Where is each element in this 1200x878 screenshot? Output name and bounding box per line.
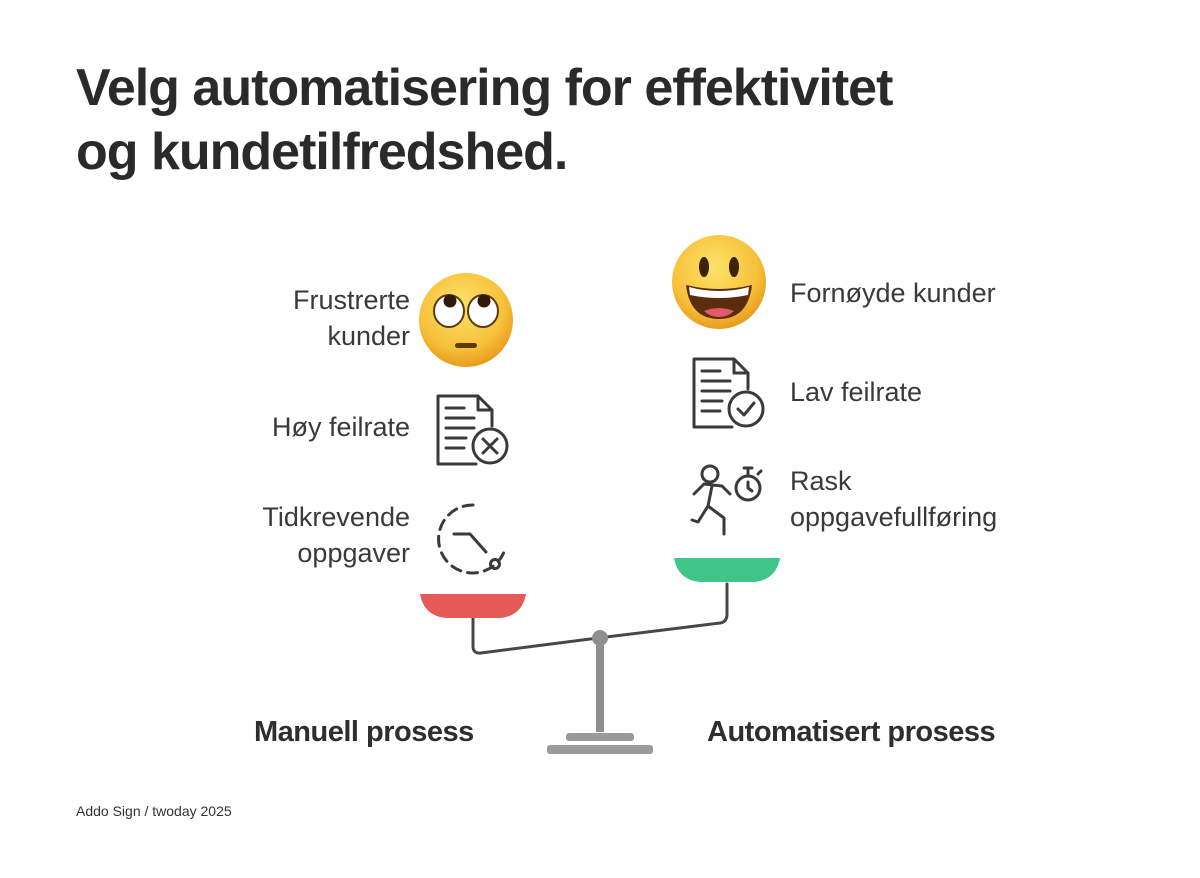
slow-clock-icon [437, 503, 506, 575]
auto-item-label-line: oppgavefullføring [790, 502, 998, 532]
scale-pivot [592, 630, 608, 646]
auto-item-label-line: Lav feilrate [790, 377, 923, 407]
scale-base-bottom [547, 745, 653, 754]
manual-item-label-line: oppgaver [297, 538, 410, 568]
auto-item-fast-task-completion: Rask oppgavefullføring [790, 463, 1090, 535]
title-line-1: Velg automatisering for effektivitet [76, 59, 893, 117]
auto-item-label-line: Fornøyde kunder [790, 278, 996, 308]
manual-process-heading: Manuell prosess [254, 716, 474, 748]
document-x-icon [436, 394, 509, 466]
document-check-icon [692, 357, 765, 429]
auto-item-happy-customers: Fornøyde kunder [790, 275, 1090, 311]
auto-item-low-error-rate: Lav feilrate [790, 374, 1090, 410]
automated-process-heading: Automatisert prosess [707, 716, 996, 748]
eye-roll-face-icon [419, 273, 513, 367]
grinning-face-icon [672, 235, 766, 329]
manual-item-label-line: Frustrerte [292, 285, 410, 315]
manual-item-label-line: kunder [327, 321, 410, 351]
scale-post [596, 640, 604, 732]
manual-item-label-line: Høy feilrate [271, 412, 410, 442]
title-line-2: og kundetilfredshed. [76, 123, 568, 181]
manual-item-high-error-rate: Høy feilrate [200, 409, 410, 445]
scale-base-top [566, 733, 634, 741]
manual-item-frustrated-customers: Frustrerte kunder [220, 282, 410, 354]
auto-item-label-line: Rask [790, 466, 852, 496]
manual-pan [420, 594, 526, 618]
automated-pan [674, 558, 780, 582]
manual-item-time-consuming-tasks: Tidkrevende oppgaver [180, 499, 410, 571]
page-title: Velg automatisering for effektivitet og … [76, 56, 1076, 184]
running-stopwatch-icon [690, 464, 763, 536]
footer-credit: Addo Sign / twoday 2025 [76, 803, 232, 819]
manual-item-label-line: Tidkrevende [262, 502, 410, 532]
